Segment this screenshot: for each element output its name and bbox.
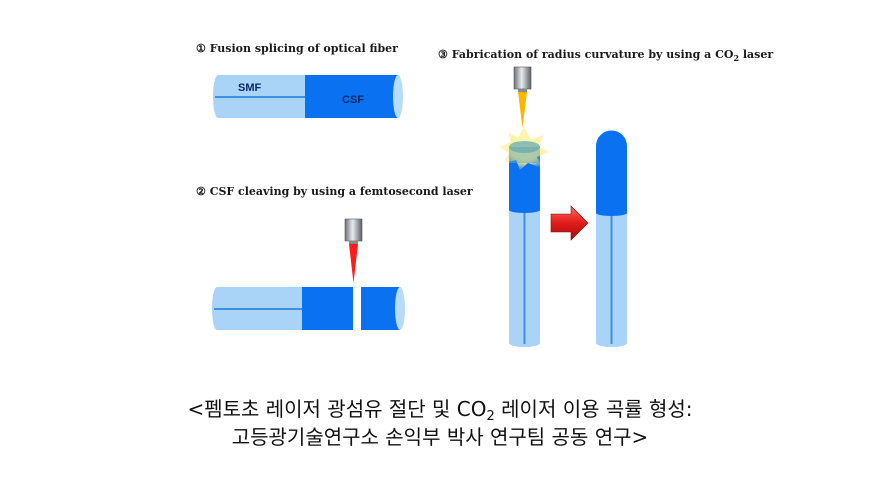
co2-beam [518, 92, 527, 128]
smf-label: SMF [238, 82, 262, 94]
fiber-spliced: SMF CSF [213, 75, 403, 118]
step2-label: ② CSF cleaving by using a femtosecond la… [196, 185, 473, 198]
csf-segment-left [302, 287, 353, 330]
laser-head-icon [344, 218, 363, 242]
fiber-cleaved [212, 287, 405, 330]
femtosecond-beam [349, 244, 358, 283]
caption-line-1: <펨토초 레이저 광섬유 절단 및 CO2 레이저 이용 곡률 형성: [187, 397, 693, 424]
step1-label: ① Fusion splicing of optical fiber [196, 42, 398, 55]
curved-fiber-tip [596, 130, 627, 213]
csf-segment-cut [361, 287, 400, 330]
fiber-after-shaping [596, 130, 627, 347]
step3-label: ③ Fabrication of radius curvature by usi… [438, 48, 773, 63]
figure-caption: <펨토초 레이저 광섬유 절단 및 CO2 레이저 이용 곡률 형성: 고등광기… [0, 395, 880, 451]
fiber-end-face [393, 75, 403, 118]
process-arrow-icon [550, 205, 589, 241]
co2-laser [513, 66, 532, 128]
csf-segment [305, 75, 398, 118]
csf-label: CSF [342, 94, 364, 106]
femtosecond-laser [344, 218, 363, 283]
co2-laser-head-icon [513, 66, 532, 90]
caption-line-2: 고등광기술연구소 손익부 박사 연구팀 공동 연구> [231, 425, 649, 449]
fiber-before-shaping [499, 126, 550, 347]
